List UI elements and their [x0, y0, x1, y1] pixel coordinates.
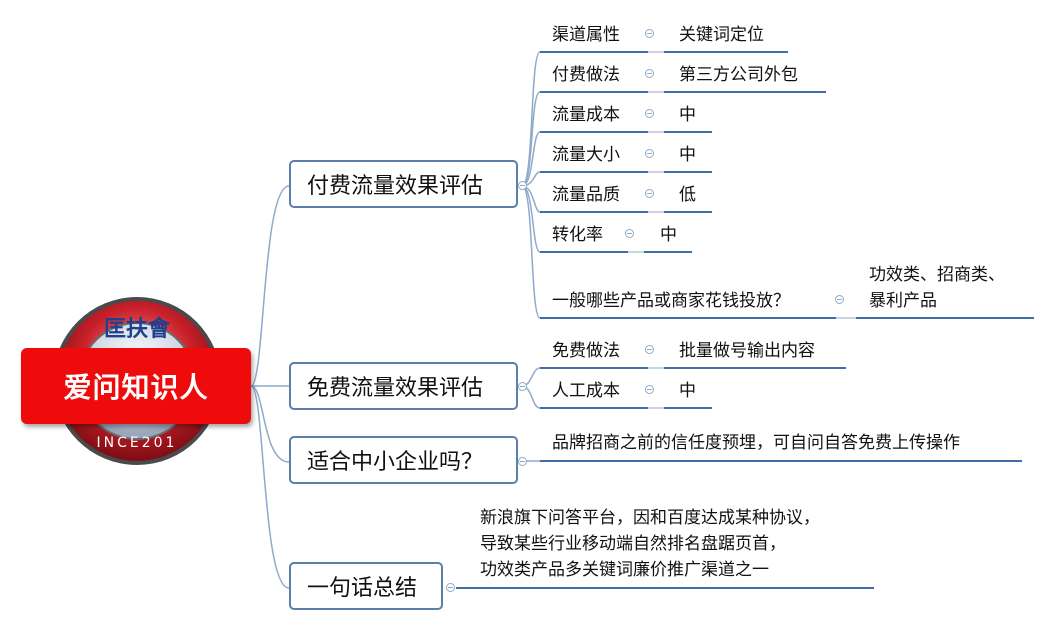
collapse-toggle-icon[interactable]	[645, 69, 654, 78]
item-value: 中	[660, 225, 677, 245]
logo-text-top: 匡扶會	[104, 316, 171, 342]
connector-root-b4	[250, 385, 290, 589]
connector-root-b3	[250, 385, 290, 463]
item-label: 渠道属性	[552, 25, 620, 45]
branch-summary[interactable]: 一句话总结	[289, 562, 443, 610]
branch-label: 适合中小企业吗？	[307, 450, 484, 475]
collapse-toggle-icon[interactable]	[835, 295, 844, 304]
item-label: 付费做法	[552, 65, 620, 85]
item-label: 转化率	[552, 225, 603, 245]
item-value: 第三方公司外包	[679, 65, 798, 85]
connector-root-b1	[250, 185, 290, 387]
connector-b1-i7	[521, 185, 541, 319]
item-label: 免费做法	[552, 341, 620, 361]
collapse-toggle-icon[interactable]	[645, 149, 654, 158]
branch-label: 免费流量效果评估	[307, 376, 484, 401]
collapse-toggle-icon[interactable]	[645, 109, 654, 118]
root-title: 爱问知识人	[63, 371, 209, 404]
collapse-toggle-icon[interactable]	[518, 457, 527, 466]
collapse-toggle-icon[interactable]	[518, 382, 527, 391]
item-value-line: 暴利产品	[869, 291, 937, 311]
connector-b1-i1	[521, 51, 541, 187]
branch-label: 付费流量效果评估	[307, 174, 484, 199]
logo-text-bottom: INCE201	[97, 435, 178, 451]
item-value-line: 功效类、招商类、	[869, 265, 1005, 285]
item-value: 关键词定位	[679, 25, 764, 45]
summary-line: 导致某些行业移动端自然排名盘踞页首，	[480, 534, 786, 554]
branch-sme-fit[interactable]: 适合中小企业吗？	[289, 436, 518, 484]
item-value: 中	[679, 105, 696, 125]
item-value: 中	[679, 381, 696, 401]
branch-note: 品牌招商之前的信任度预埋，可自问自答免费上传操作	[552, 433, 960, 453]
summary-line: 新浪旗下问答平台，因和百度达成某种协议，	[480, 508, 820, 528]
branch-paid-traffic[interactable]: 付费流量效果评估	[289, 160, 518, 208]
item-value: 中	[679, 145, 696, 165]
branch-label: 一句话总结	[307, 576, 418, 601]
collapse-toggle-icon[interactable]	[625, 229, 634, 238]
collapse-toggle-icon[interactable]	[645, 189, 654, 198]
collapse-toggle-icon[interactable]	[518, 181, 527, 190]
collapse-toggle-icon[interactable]	[645, 29, 654, 38]
item-label: 流量品质	[552, 185, 620, 205]
branch-free-traffic[interactable]: 免费流量效果评估	[289, 362, 518, 410]
item-label: 流量成本	[552, 105, 620, 125]
summary-line: 功效类产品多关键词廉价推广渠道之一	[480, 560, 769, 580]
collapse-toggle-icon[interactable]	[446, 583, 455, 592]
connector-b1-i2	[521, 91, 541, 187]
collapse-toggle-icon[interactable]	[645, 345, 654, 354]
item-label: 人工成本	[552, 381, 620, 401]
item-value: 低	[679, 185, 696, 205]
item-label: 流量大小	[552, 145, 620, 165]
item-value: 批量做号输出内容	[679, 341, 815, 361]
item-label: 一般哪些产品或商家花钱投放？	[552, 291, 790, 311]
root-node[interactable]: 爱问知识人	[21, 348, 251, 424]
collapse-toggle-icon[interactable]	[645, 385, 654, 394]
